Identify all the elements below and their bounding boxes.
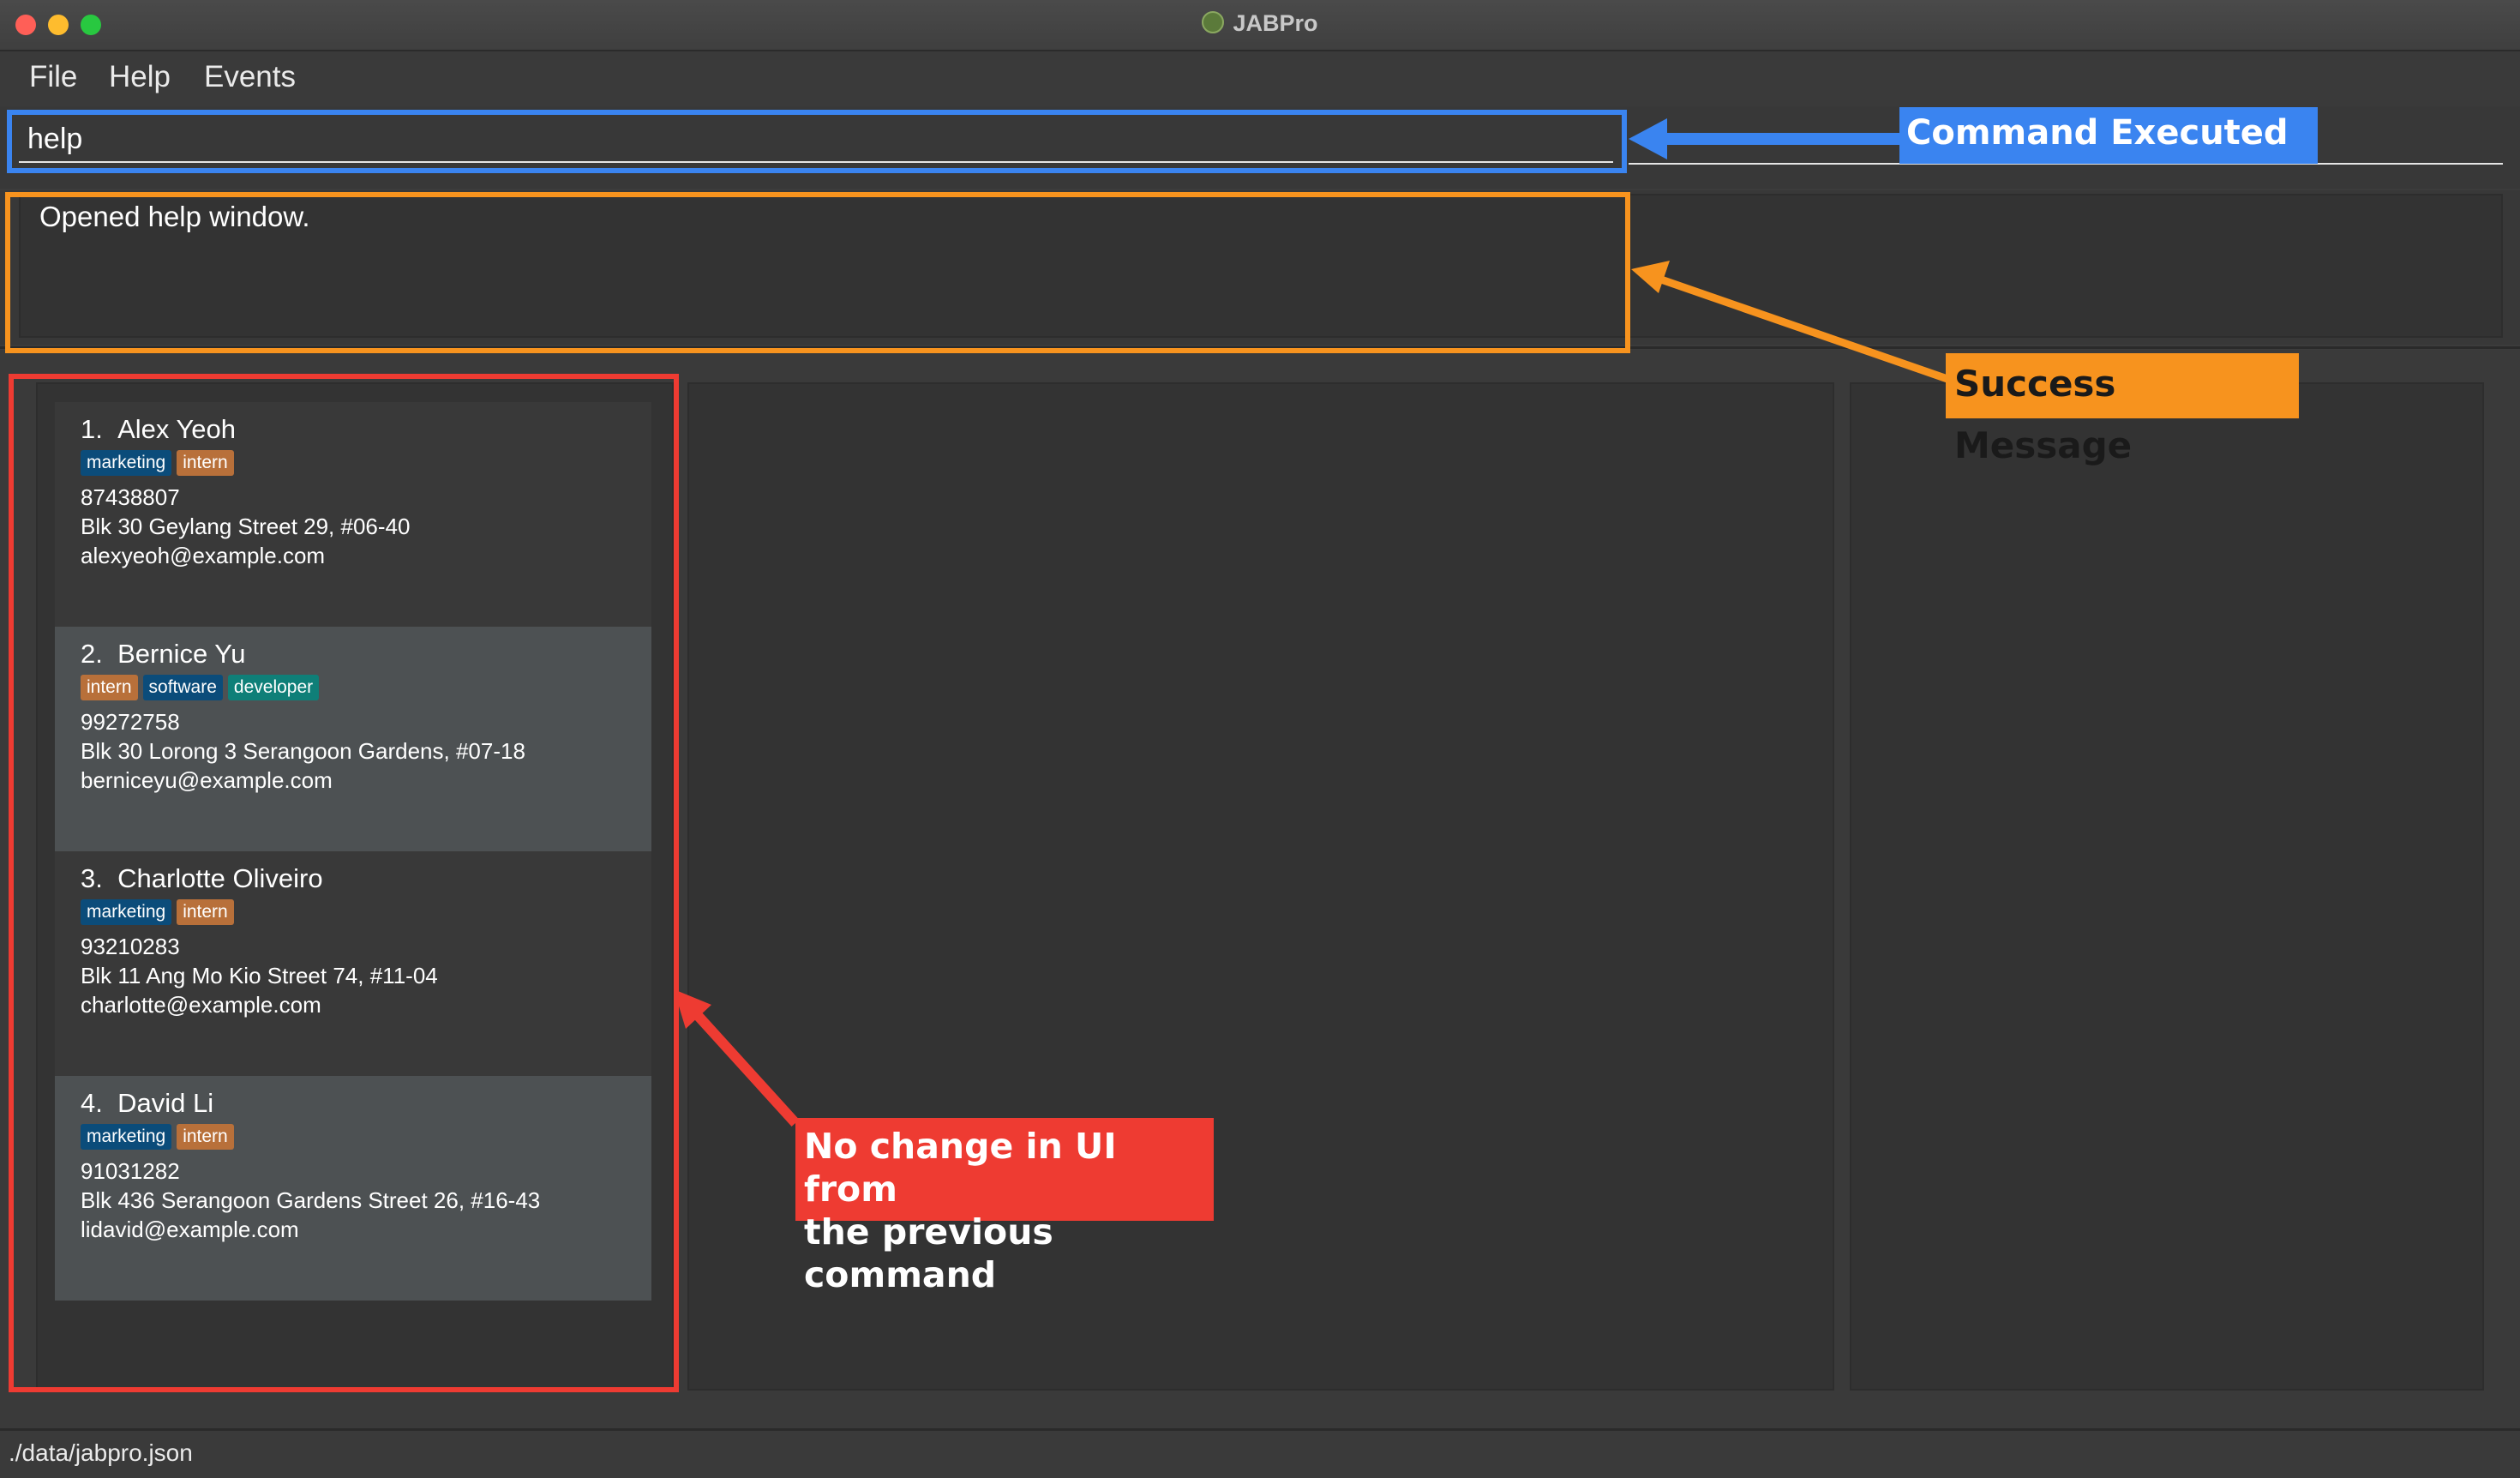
window-title-text: JABPro — [1233, 10, 1318, 36]
no-change-line-2: the previous command — [804, 1211, 1053, 1295]
person-name: 4. David Li — [81, 1088, 214, 1118]
command-executed-label: Command Executed — [1899, 107, 2318, 164]
status-bar: ./data/jabpro.json — [0, 1428, 2520, 1478]
person-phone: 91031282 — [81, 1158, 180, 1184]
person-email: charlotte@example.com — [81, 992, 321, 1018]
list-highlight-box — [9, 374, 679, 1392]
tag: marketing — [81, 450, 172, 476]
side-panel — [1850, 382, 2484, 1391]
close-window-button[interactable] — [15, 15, 36, 35]
person-name: 2. Bernice Yu — [81, 639, 246, 669]
tag: marketing — [81, 899, 172, 925]
status-file-path: ./data/jabpro.json — [9, 1439, 193, 1466]
person-name: 1. Alex Yeoh — [81, 414, 237, 444]
command-highlight-box — [7, 110, 1627, 173]
result-message: Opened help window. — [39, 201, 310, 232]
tag: marketing — [81, 1124, 172, 1150]
tag: intern — [177, 899, 234, 925]
person-phone: 99272758 — [81, 709, 180, 735]
person-email: berniceyu@example.com — [81, 767, 333, 793]
person-address: Blk 30 Lorong 3 Serangoon Gardens, #07-1… — [81, 738, 525, 764]
command-input[interactable] — [19, 117, 1613, 163]
no-change-label: No change in UI from the previous comman… — [795, 1118, 1214, 1295]
app-icon — [1202, 11, 1225, 33]
tag: intern — [81, 675, 138, 700]
person-phone: 93210283 — [81, 934, 180, 959]
menu-file[interactable]: File — [29, 60, 78, 93]
menu-events[interactable]: Events — [204, 60, 296, 93]
success-message-label: Success Message — [1946, 353, 2299, 466]
person-name: 3. Charlotte Oliveiro — [81, 863, 323, 893]
tag: developer — [227, 675, 320, 700]
menu-bar: File Help Events — [0, 51, 2520, 106]
tag: intern — [177, 450, 234, 476]
no-change-line-1: No change in UI from — [804, 1126, 1117, 1210]
menu-help[interactable]: Help — [109, 60, 171, 93]
tag: intern — [177, 1124, 234, 1150]
tag: software — [142, 675, 223, 700]
maximize-window-button[interactable] — [81, 15, 101, 35]
minimize-window-button[interactable] — [48, 15, 69, 35]
title-bar: JABPro — [0, 0, 2520, 51]
person-email: alexyeoh@example.com — [81, 543, 326, 568]
window-title: JABPro — [0, 10, 2520, 37]
divider — [0, 346, 2520, 349]
detail-panel — [687, 382, 1834, 1391]
person-address: Blk 11 Ang Mo Kio Street 74, #11-04 — [81, 963, 438, 988]
person-email: lidavid@example.com — [81, 1217, 299, 1242]
person-address: Blk 436 Serangoon Gardens Street 26, #16… — [81, 1187, 541, 1213]
person-address: Blk 30 Geylang Street 29, #06-40 — [81, 514, 411, 539]
result-highlight-box — [5, 192, 1630, 353]
command-underline — [1629, 163, 2503, 165]
person-phone: 87438807 — [81, 484, 180, 510]
